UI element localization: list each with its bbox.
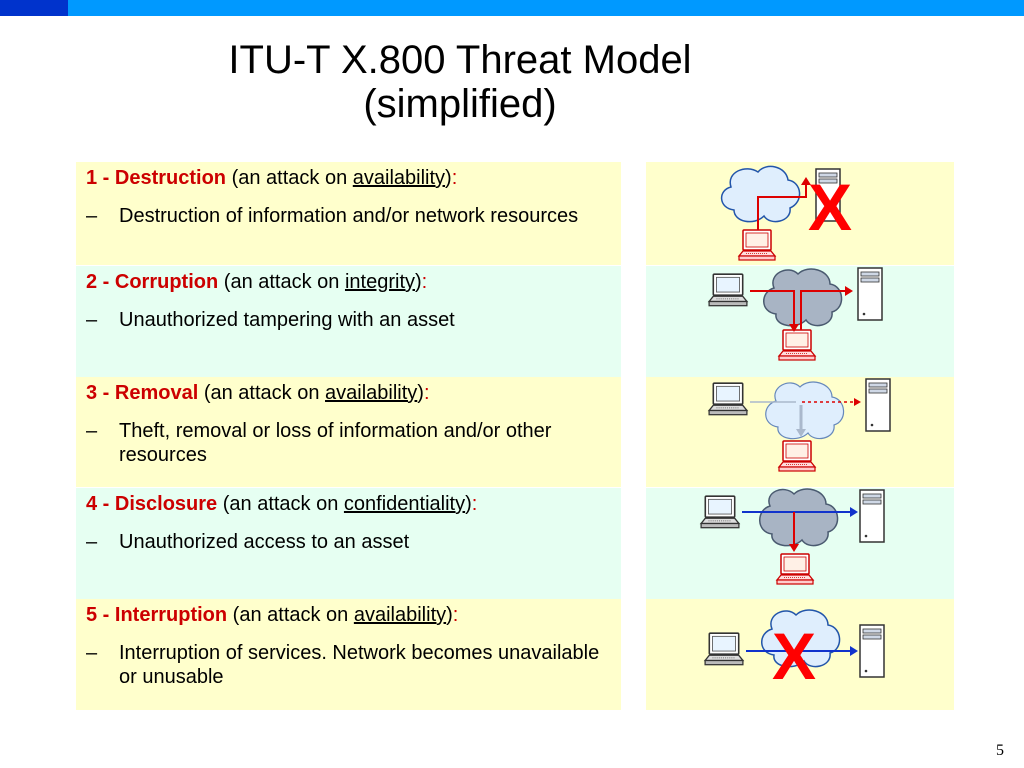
slide-title-line1: ITU-T X.800 Threat Model xyxy=(228,38,692,82)
bullet-dash: – xyxy=(86,205,98,227)
bullet-dash: – xyxy=(86,309,98,331)
threat-row-corruption: 2 - Corruption (an attack on integrity):… xyxy=(76,266,621,377)
threat-description: Unauthorized tampering with an asset xyxy=(119,309,455,331)
threat-target: integrity xyxy=(344,271,415,293)
attack-arrow xyxy=(750,290,795,330)
bullet-dash: – xyxy=(86,531,98,553)
interrupted-mark: X xyxy=(772,619,816,693)
threat-label: 3 - Removal xyxy=(86,382,199,404)
threat-label: 2 - Corruption xyxy=(86,271,219,293)
threat-suffix: ) xyxy=(417,382,424,404)
threat-colon: : xyxy=(471,493,478,515)
attacker-laptop-icon xyxy=(778,329,816,361)
threat-label: 1 - Destruction xyxy=(86,167,227,189)
destruction-diagram: X xyxy=(646,162,954,265)
corruption-diagram xyxy=(646,266,954,377)
threat-row-disclosure: 4 - Disclosure (an attack on confidentia… xyxy=(76,488,621,599)
slide-title-line2: (simplified) xyxy=(363,82,557,126)
threat-description: Interruption of services. Network become… xyxy=(119,642,600,688)
threat-colon: : xyxy=(423,382,430,404)
removal-diagram xyxy=(646,377,954,487)
interruption-diagram: X xyxy=(646,599,954,710)
threat-prefix: (an attack on xyxy=(222,493,344,515)
threat-prefix: (an attack on xyxy=(203,382,326,404)
threat-prefix: (an attack on xyxy=(231,167,353,189)
destroyed-mark: X xyxy=(808,170,852,244)
threat-description: Destruction of information and/or networ… xyxy=(119,205,579,227)
top-accent-square xyxy=(0,0,68,16)
server-icon xyxy=(857,267,883,321)
threat-row-interruption: 5 - Interruption (an attack on availabil… xyxy=(76,599,621,710)
attacker-laptop-icon xyxy=(778,440,816,472)
attack-arrow xyxy=(800,290,851,330)
slide-title: ITU-T X.800 Threat Model (simplified) xyxy=(150,38,770,126)
threat-target: availability xyxy=(353,604,447,626)
threat-row-destruction: 1 - Destruction (an attack on availabili… xyxy=(76,162,621,265)
threat-description: Unauthorized access to an asset xyxy=(119,531,410,553)
threat-label: 5 - Interruption xyxy=(86,604,228,626)
attacker-laptop-icon xyxy=(738,229,776,261)
threat-prefix: (an attack on xyxy=(223,271,345,293)
disclosure-diagram xyxy=(646,488,954,599)
threat-target: availability xyxy=(325,382,418,404)
bullet-dash: – xyxy=(86,420,98,442)
sender-laptop-icon xyxy=(704,632,744,666)
server-icon xyxy=(865,378,891,432)
attack-arrow xyxy=(757,182,807,230)
bullet-dash: – xyxy=(86,642,98,664)
threat-colon: : xyxy=(452,604,459,626)
network-cloud xyxy=(763,268,843,327)
network-cloud xyxy=(759,488,839,547)
page-number: 5 xyxy=(996,742,1004,759)
threat-target: availability xyxy=(352,167,446,189)
sender-laptop-icon xyxy=(708,382,748,416)
sender-laptop-icon xyxy=(700,495,740,529)
threat-row-removal: 3 - Removal (an attack on availability):… xyxy=(76,377,621,487)
sender-laptop-icon xyxy=(708,273,748,307)
threat-suffix: ) xyxy=(445,167,452,189)
threat-colon: : xyxy=(421,271,428,293)
server-icon xyxy=(859,489,885,543)
attacker-laptop-icon xyxy=(776,553,814,585)
server-icon xyxy=(859,624,885,678)
network-cloud xyxy=(720,165,801,223)
threat-suffix: ) xyxy=(465,493,472,515)
threat-suffix: ) xyxy=(446,604,453,626)
threat-colon: : xyxy=(451,167,458,189)
network-cloud xyxy=(761,609,841,668)
network-cloud xyxy=(765,381,845,440)
threat-prefix: (an attack on xyxy=(232,604,354,626)
threat-label: 4 - Disclosure xyxy=(86,493,218,515)
threat-suffix: ) xyxy=(415,271,422,293)
top-accent-bar xyxy=(0,0,1024,16)
threat-description: Theft, removal or loss of information an… xyxy=(119,420,552,466)
threat-target: confidentiality xyxy=(343,493,466,515)
